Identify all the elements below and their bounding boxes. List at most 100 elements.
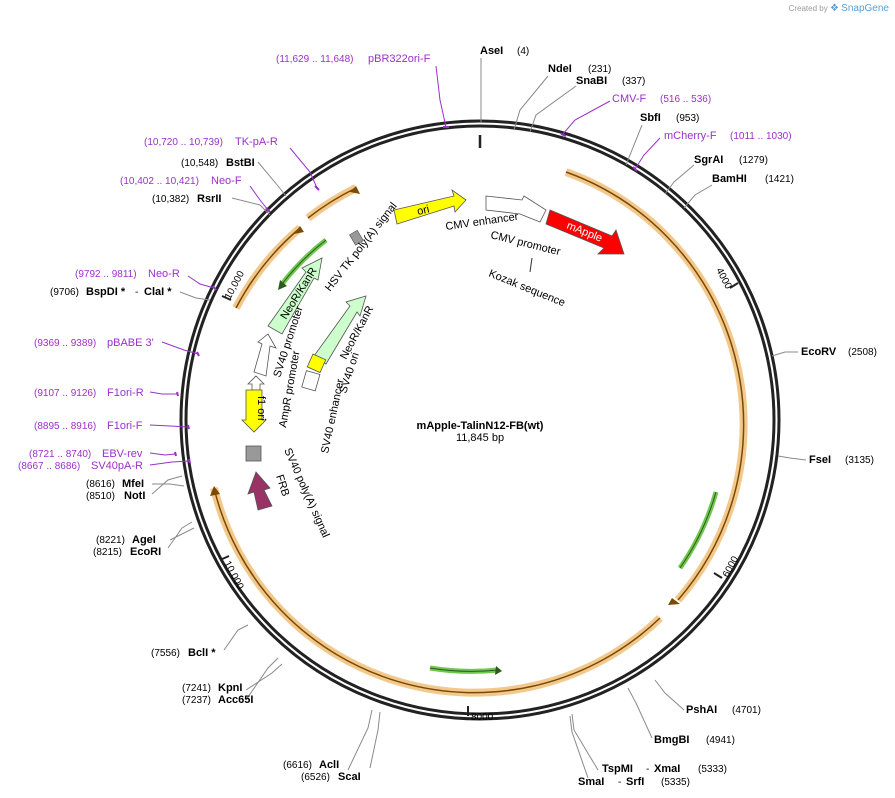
green-orf-left-line <box>281 239 327 285</box>
primer-tkpa-name[interactable]: TK-pA-R <box>235 136 278 148</box>
orf-arc-left-upper-line <box>235 227 301 309</box>
snapgene-branding: Created by ❖ SnapGene <box>789 3 889 14</box>
created-by-text: Created by <box>788 4 828 13</box>
f1-ori-label: f1 ori <box>255 396 267 420</box>
enzyme-ecori[interactable]: EcoRI <box>130 546 161 558</box>
orf-arrow-head-top-left <box>350 186 360 194</box>
primer-mark-neor <box>212 285 217 291</box>
enzyme-srfi[interactable]: SrfI <box>626 776 644 788</box>
enzyme-acc65i[interactable]: Acc65I <box>218 694 253 706</box>
primer-cmv-name[interactable]: CMV-F <box>612 93 647 105</box>
enzyme-bcli[interactable]: BclI * <box>188 647 216 659</box>
enzyme-bstbi[interactable]: BstBI <box>226 157 255 169</box>
kozak-leader <box>529 257 533 273</box>
enzyme-noti-pos: (8510) <box>86 491 115 502</box>
enzyme-labels: AseI (4) NdeI (231) SnaBI (337) SbfI (95… <box>50 45 877 788</box>
enzyme-ndei[interactable]: NdeI <box>548 63 572 75</box>
primer-ebv-name[interactable]: EBV-rev <box>102 448 143 460</box>
primer-f1f-name[interactable]: F1ori-F <box>107 420 143 432</box>
primer-pbabe-name[interactable]: pBABE 3' <box>107 337 154 349</box>
enzyme-snabi[interactable]: SnaBI <box>576 75 607 87</box>
enzyme-bspdi[interactable]: BspDI * <box>86 286 126 298</box>
enzyme-ecori-pos: (8215) <box>93 547 122 558</box>
green-orf-right-line <box>679 491 717 569</box>
orf-arrow-head-left-upper <box>294 226 304 234</box>
enzyme-bamhi[interactable]: BamHI <box>712 173 747 185</box>
primer-leaders <box>149 65 661 466</box>
neo-inner-arrow <box>267 257 323 335</box>
enzyme-tspmi[interactable]: TspMI <box>602 763 633 775</box>
green-orf-left-head <box>278 280 287 290</box>
primer-pbr322-range: (11,629 .. 11,648) <box>276 54 353 65</box>
backbone-outer-ring <box>179 119 781 721</box>
plasmid-size: 11,845 bp <box>456 432 504 444</box>
sv40-promoter-arrow <box>253 333 277 377</box>
enzyme-agei[interactable]: AgeI <box>132 534 156 546</box>
enzyme-rsrii[interactable]: RsrII <box>197 193 221 205</box>
orf-arrow-head-left <box>210 486 220 496</box>
enzyme-bspdi-sep: - <box>135 287 138 298</box>
enzyme-bcli-pos: (7556) <box>151 648 180 659</box>
cmv-enhancer-arrow <box>485 195 547 223</box>
enzyme-scai[interactable]: ScaI <box>338 771 361 783</box>
mapple-arrow <box>545 209 625 255</box>
enzyme-sbfi-pos: (953) <box>676 113 699 124</box>
enzyme-sbfi[interactable]: SbfI <box>640 112 661 124</box>
enzyme-tspmi-pos: (5333) <box>698 764 727 775</box>
backbone-inner-ring <box>184 124 776 716</box>
primer-cmv-range: (516 .. 536) <box>660 94 711 105</box>
enzyme-sgrai[interactable]: SgrAI <box>694 154 723 166</box>
primer-pbr322-name[interactable]: pBR322ori-F <box>368 53 431 65</box>
enzyme-scai-pos: (6526) <box>301 772 330 783</box>
enzyme-tspmi-sep: - <box>646 764 649 775</box>
enzyme-ecorv-pos: (2508) <box>848 347 877 358</box>
enzyme-mfei[interactable]: MfeI <box>122 478 144 490</box>
primer-sv40pa-name[interactable]: SV40pA-R <box>91 460 143 472</box>
enzyme-pshai-pos: (4701) <box>732 705 761 716</box>
enzyme-acli[interactable]: AclI <box>319 759 339 771</box>
primer-neor-range: (9792 .. 9811) <box>75 269 137 280</box>
enzyme-clai[interactable]: ClaI * <box>144 286 172 298</box>
kozak-label: Kozak sequence <box>487 268 567 310</box>
hsv-tk-label: HSV TK poly(A) signal <box>323 200 400 293</box>
green-orf-bottom-head <box>495 666 502 675</box>
enzyme-ecorv[interactable]: EcoRV <box>801 346 837 358</box>
enzyme-noti[interactable]: NotI <box>124 490 145 502</box>
orf-arrow-head-right <box>668 598 680 605</box>
enzyme-bspdi-pos: (9706) <box>50 287 79 298</box>
enzyme-smai[interactable]: SmaI <box>578 776 604 788</box>
primer-mcherry-name[interactable]: mCherry-F <box>664 130 717 142</box>
enzyme-xmai[interactable]: XmaI <box>654 763 680 775</box>
primer-ebv-range: (8721 .. 8740) <box>29 449 91 460</box>
primer-tkpa-range: (10,720 .. 10,739) <box>144 137 223 148</box>
enzyme-fsei[interactable]: FseI <box>809 454 831 466</box>
features: ori mApple CMV enhancer CMV promoter Koz… <box>241 188 625 539</box>
snapgene-logo-icon: ❖ <box>829 3 839 14</box>
sv40-ori-feature <box>306 353 327 374</box>
enzyme-kpni[interactable]: KpnI <box>218 682 242 694</box>
green-orf-bottom-line <box>429 667 499 672</box>
orf-arcs <box>210 168 748 697</box>
enzyme-kpni-pos: (7241) <box>182 683 211 694</box>
primer-neof-range: (10,402 .. 10,421) <box>120 176 199 187</box>
enzyme-rsrii-pos: (10,382) <box>152 194 189 205</box>
primer-f1r-name[interactable]: F1ori-R <box>107 387 144 399</box>
primer-neof-name[interactable]: Neo-F <box>211 175 242 187</box>
enzyme-acli-pos: (6616) <box>283 760 312 771</box>
enzyme-bmgbi[interactable]: BmgBI <box>654 734 689 746</box>
primer-neor-name[interactable]: Neo-R <box>148 268 180 280</box>
frb-arrow <box>247 471 273 511</box>
ori-label: ori <box>416 203 431 217</box>
orf-arc-top-left <box>305 184 358 222</box>
tick-8000 <box>219 555 230 561</box>
primer-f1r-range: (9107 .. 9126) <box>34 388 96 399</box>
sv40-polya-feature <box>245 445 262 462</box>
primer-labels: (11,629 .. 11,648) pBR322ori-F CMV-F (51… <box>18 53 792 472</box>
enzyme-asei-pos: (4) <box>517 46 529 57</box>
primer-mcherry-range: (1011 .. 1030) <box>730 131 792 142</box>
primer-mark-f1r <box>176 391 179 397</box>
cmv-promoter-label: CMV promoter <box>489 229 562 258</box>
enzyme-pshai[interactable]: PshAI <box>686 704 717 716</box>
enzyme-asei[interactable]: AseI <box>480 45 503 57</box>
